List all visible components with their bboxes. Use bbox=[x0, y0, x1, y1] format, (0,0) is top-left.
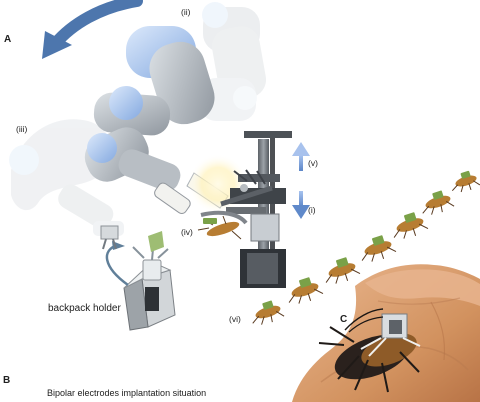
step-label-ii: (ii) bbox=[181, 7, 191, 17]
backpack-holder-device bbox=[123, 231, 176, 331]
backpack-holder-label: backpack holder bbox=[48, 303, 121, 314]
cyborg-cockroach-on-hand bbox=[318, 308, 421, 393]
panel-label-c: C bbox=[340, 314, 348, 325]
work-light-glow bbox=[188, 154, 248, 214]
step-label-v: (v) bbox=[308, 158, 318, 168]
curved-motion-arrow bbox=[42, 0, 143, 59]
step-label-i: (i) bbox=[308, 205, 316, 215]
step-label-iv: (iv) bbox=[181, 227, 193, 237]
electrodes-implantation-caption: Bipolar electrodes implantation situatio… bbox=[47, 388, 207, 398]
panel-label-b: B bbox=[3, 375, 11, 386]
robot-held-insect bbox=[197, 215, 242, 240]
faded-robot-position-ii bbox=[200, 2, 267, 121]
cyborg-insect-sequence bbox=[252, 170, 480, 325]
vertical-lift-stage bbox=[200, 131, 292, 288]
up-down-arrows bbox=[292, 142, 310, 219]
panel-label-a: A bbox=[4, 34, 12, 45]
small-robot-gripper bbox=[100, 225, 119, 250]
step-label-vi: (vi) bbox=[229, 314, 241, 324]
main-robot-arm bbox=[84, 26, 229, 214]
step-label-iii: (iii) bbox=[16, 124, 28, 134]
